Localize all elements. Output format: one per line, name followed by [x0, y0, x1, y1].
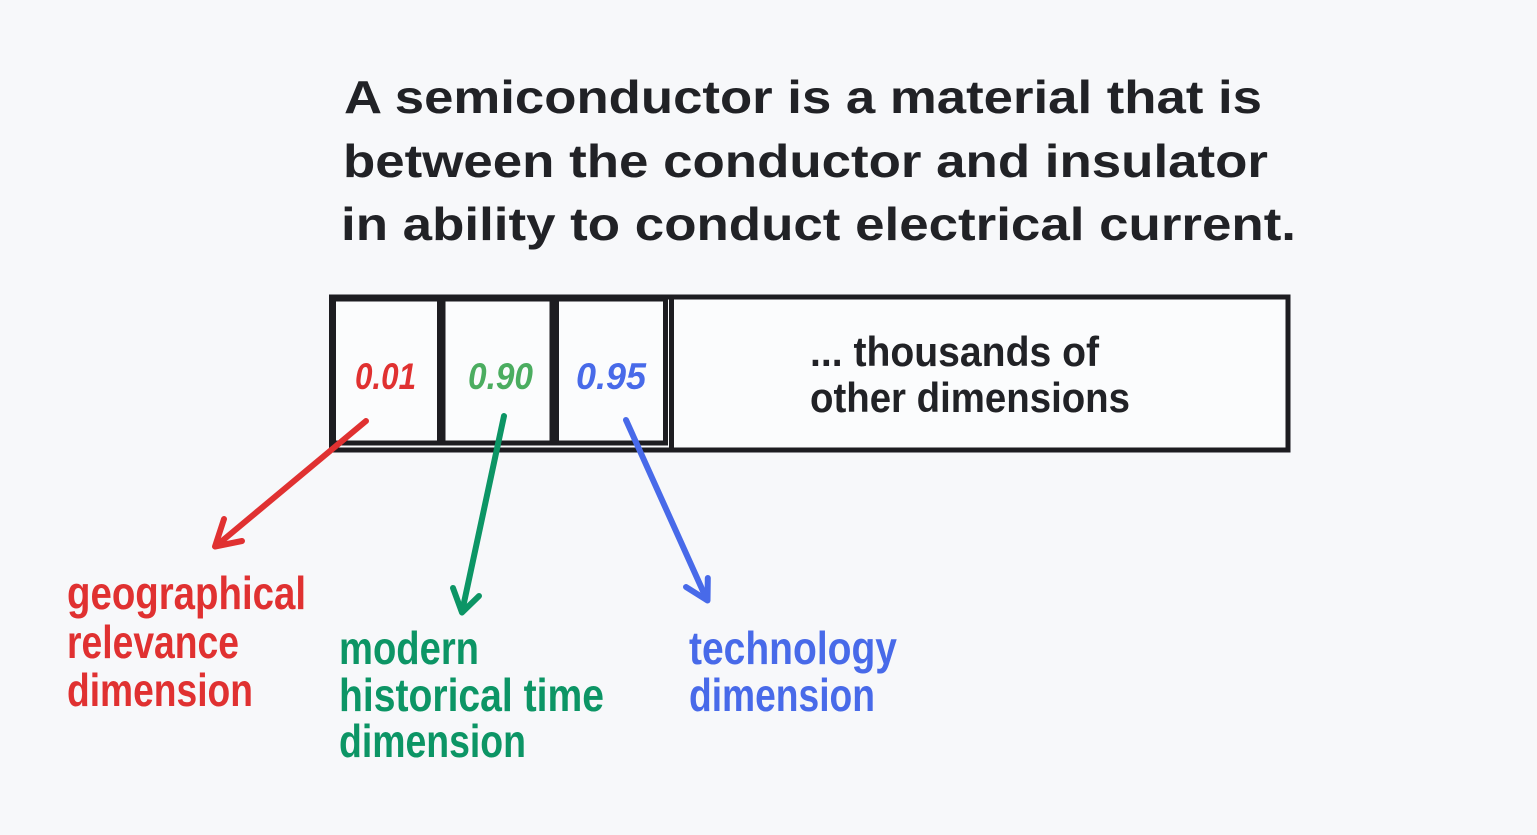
svg-text:dimension: dimension — [339, 715, 526, 767]
svg-text:in ability to conduct electric: in ability to conduct electrical current… — [341, 198, 1296, 250]
svg-text:geographical: geographical — [67, 567, 306, 619]
svg-text:dimension: dimension — [689, 669, 875, 721]
svg-text:A semiconductor is a material: A semiconductor is a material that is — [344, 71, 1262, 123]
svg-text:modern: modern — [339, 622, 479, 674]
svg-text:technology: technology — [689, 622, 897, 674]
svg-text:0.01: 0.01 — [355, 356, 416, 397]
svg-text:relevance: relevance — [67, 616, 239, 668]
svg-text:between the conductor and insu: between the conductor and insulator — [343, 135, 1268, 187]
svg-text:0.95: 0.95 — [576, 356, 647, 397]
svg-text:dimension: dimension — [67, 664, 253, 716]
svg-text:historical time: historical time — [339, 669, 604, 721]
svg-text:... thousands of: ... thousands of — [810, 328, 1100, 375]
svg-text:other dimensions: other dimensions — [810, 374, 1130, 421]
svg-text:0.90: 0.90 — [468, 356, 533, 397]
